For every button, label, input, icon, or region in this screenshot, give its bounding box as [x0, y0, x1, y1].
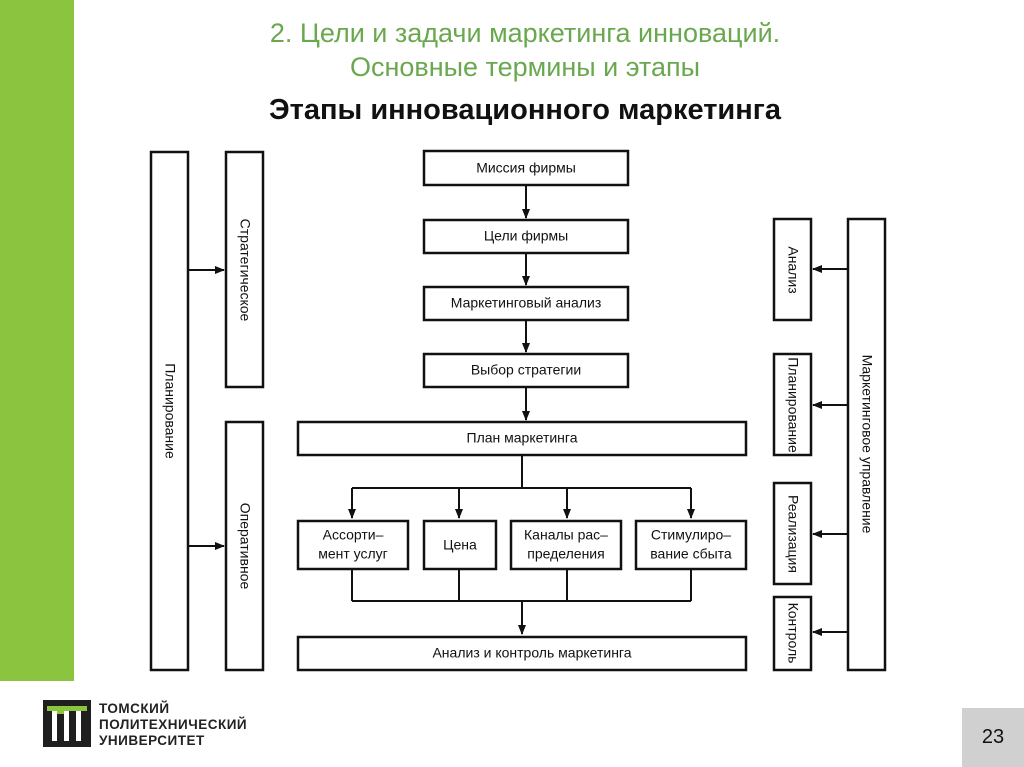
marketing-management-label: Маркетинговое управление [859, 355, 875, 534]
strategic-label: Стратегическое [237, 219, 253, 322]
price-label: Цена [443, 537, 477, 553]
marketing-management-box: Маркетинговое управление [846, 217, 887, 672]
strategy-box: Выбор стратегии [422, 352, 630, 389]
header-line-2: Основные термины и этапы [349, 52, 701, 82]
strategic-box: Стратегическое [224, 150, 265, 389]
header-line-1: 2. Цели и задачи маркетинга инноваций. [269, 18, 781, 48]
university-name-line-2: ПОЛИТЕХНИЧЕСКИЙ [99, 717, 248, 732]
goals-label: Цели фирмы [484, 228, 568, 244]
right-planning-label: Планирование [785, 357, 801, 453]
assortment-label-1: Ассорти– [323, 527, 384, 543]
right-analysis-box: Анализ [772, 217, 813, 322]
promotion-label-2: вание сбыта [650, 546, 732, 562]
goals-box: Цели фирмы [422, 218, 630, 255]
promotion-box: Стимулиро– вание сбыта [634, 519, 748, 571]
analysis-control-box: Анализ и контроль маркетинга [296, 635, 748, 672]
page-number: 23 [962, 708, 1024, 767]
marketing-plan-box: План маркетинга [296, 420, 748, 457]
university-name: ТОМСКИЙ ПОЛИТЕХНИЧЕСКИЙ УНИВЕРСИТЕТ [99, 701, 247, 749]
university-name-line-3: УНИВЕРСИТЕТ [99, 733, 205, 748]
right-control-label: Контроль [785, 603, 801, 664]
right-control-box: Контроль [772, 595, 813, 672]
planning-label: Планирование [162, 363, 178, 459]
accent-side-bar [0, 0, 74, 681]
slide-title: Этапы инновационного маркетинга [269, 94, 781, 126]
channels-label-1: Каналы рас– [524, 527, 608, 543]
operative-label: Оперативное [237, 503, 253, 590]
analysis-control-label: Анализ и контроль маркетинга [432, 645, 631, 661]
channels-label-2: пределения [527, 546, 604, 562]
operative-box: Оперативное [224, 420, 265, 672]
right-realization-label: Реализация [785, 495, 801, 573]
promotion-label-1: Стимулиро– [651, 527, 731, 543]
mission-label: Миссия фирмы [476, 160, 576, 176]
channels-box: Каналы рас– пределения [509, 519, 623, 571]
slide-header: 2. Цели и задачи маркетинга инноваций. О… [100, 16, 950, 127]
marketing-plan-label: План маркетинга [467, 430, 578, 446]
right-planning-box: Планирование [772, 352, 813, 457]
assortment-box: Ассорти– мент услуг [296, 519, 410, 571]
marketing-analysis-box: Маркетинговый анализ [422, 285, 630, 322]
university-name-line-1: ТОМСКИЙ [99, 701, 170, 716]
tpu-logo-icon [43, 700, 91, 747]
strategy-label: Выбор стратегии [471, 362, 581, 378]
assortment-label-2: мент услуг [318, 546, 388, 562]
right-realization-box: Реализация [772, 481, 813, 586]
price-box: Цена [422, 519, 498, 571]
right-analysis-label: Анализ [785, 246, 801, 293]
planning-box: Планирование [149, 150, 190, 672]
marketing-analysis-label: Маркетинговый анализ [451, 295, 601, 311]
mission-box: Миссия фирмы [422, 149, 630, 187]
